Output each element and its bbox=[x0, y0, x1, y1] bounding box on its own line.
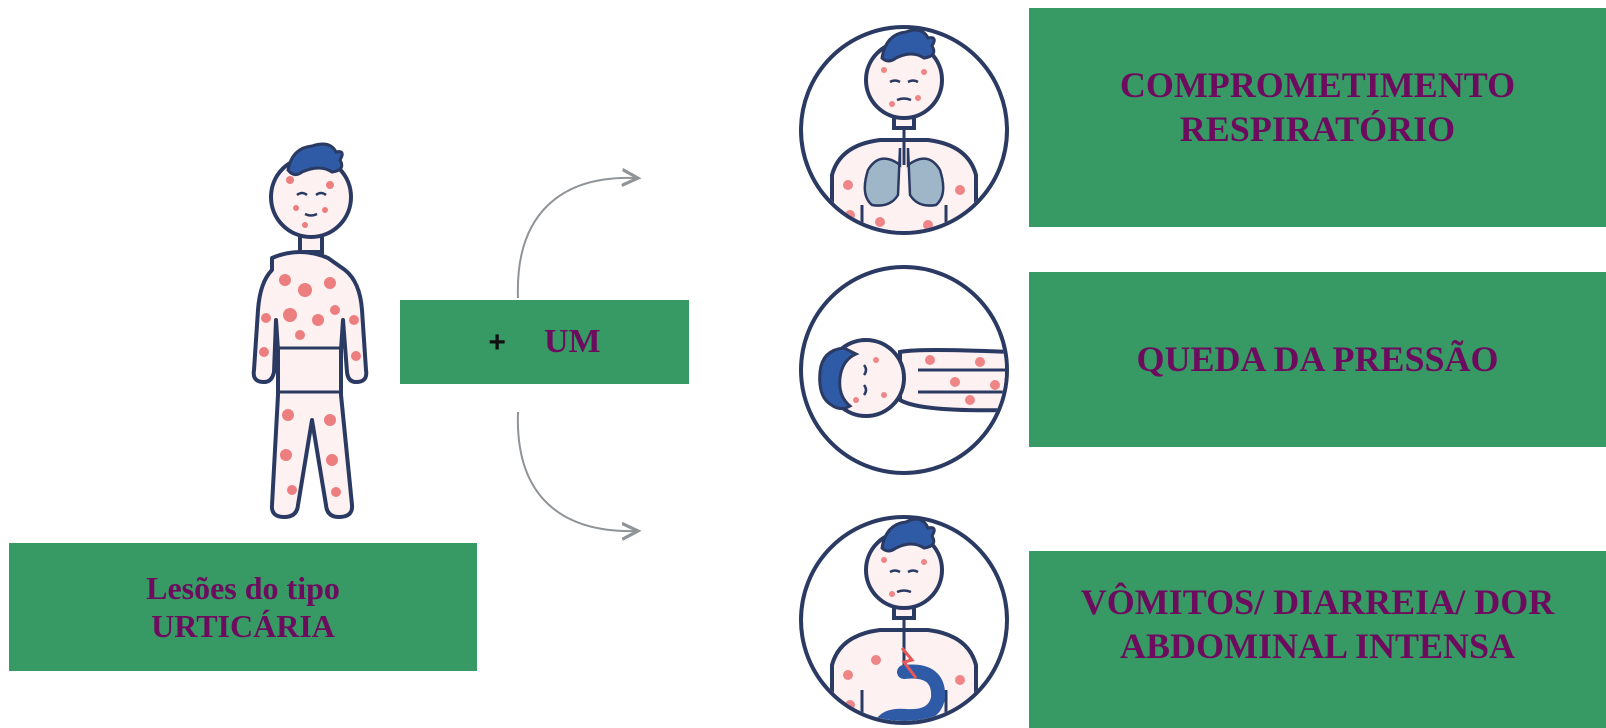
lying-child-icon bbox=[898, 348, 1005, 413]
urticaria-box: Lesões do tipo URTICÁRIA bbox=[9, 543, 477, 671]
symptom-box-abdominal: VÔMITOS/ DIARREIA/ DOR ABDOMINAL INTENSA bbox=[1029, 551, 1606, 728]
abdominal-child-icon bbox=[799, 515, 1009, 725]
plus-one-label: UM bbox=[543, 323, 601, 360]
plus-one-box: + UM bbox=[400, 300, 689, 384]
respiratory-child-icon bbox=[799, 25, 1009, 235]
lungs-icon bbox=[863, 147, 945, 207]
stomach-icon bbox=[873, 664, 946, 721]
symptom-abdominal-line-1: VÔMITOS/ DIARREIA/ DOR bbox=[1080, 582, 1555, 623]
symptom-abdominal-line-2: ABDOMINAL INTENSA bbox=[1119, 625, 1516, 666]
symptom-respiratory-line-1: COMPROMETIMENTO bbox=[1119, 65, 1516, 106]
symptom-box-pressure: QUEDA DA PRESSÃO bbox=[1029, 272, 1606, 447]
pressure-drop-child-icon bbox=[799, 265, 1009, 475]
symptom-respiratory-line-2: RESPIRATÓRIO bbox=[1179, 108, 1456, 149]
arrow-up bbox=[516, 178, 636, 299]
urticaria-line-2: URTICÁRIA bbox=[151, 608, 335, 644]
symptom-box-respiratory: COMPROMETIMENTO RESPIRATÓRIO bbox=[1029, 8, 1606, 227]
arrow-down bbox=[516, 411, 636, 531]
plus-sign: + bbox=[488, 326, 506, 359]
standing-child-icon bbox=[251, 142, 369, 519]
symptom-pressure-line-1: QUEDA DA PRESSÃO bbox=[1136, 338, 1499, 379]
urticaria-line-1: Lesões do tipo bbox=[146, 569, 340, 606]
